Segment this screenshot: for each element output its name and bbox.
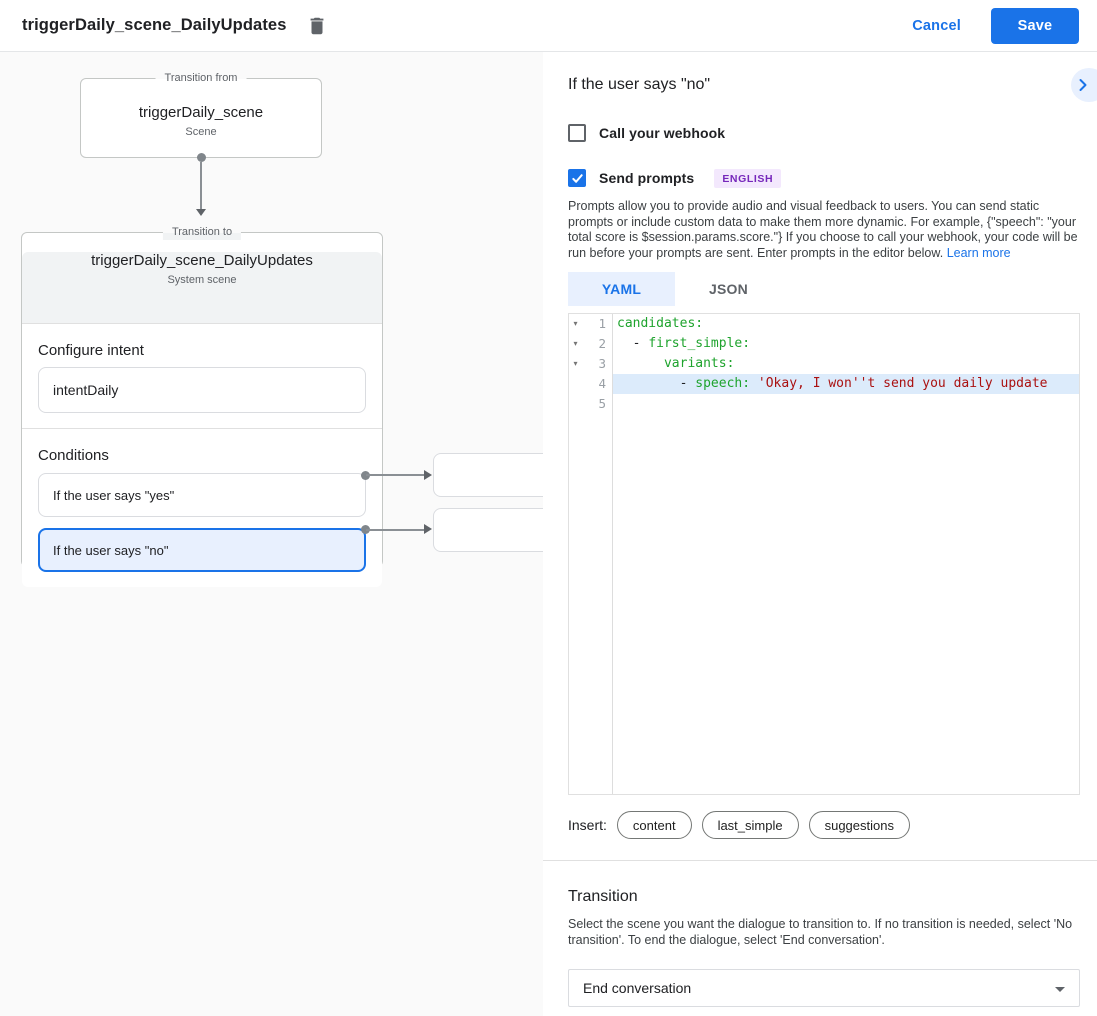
line-number: 4 [598, 376, 606, 391]
gutter-line[interactable]: ▾2 [569, 334, 612, 354]
connector-dot [361, 525, 370, 534]
app-bar: triggerDaily_scene_DailyUpdates Cancel S… [0, 0, 1097, 52]
editor-code-area[interactable]: candidates: - first_simple: variants: - … [613, 314, 1079, 794]
prompts-description: Prompts allow you to provide audio and v… [568, 199, 1078, 260]
trash-icon [306, 15, 328, 37]
line-number: 3 [598, 356, 606, 371]
gutter-line[interactable]: ▾1 [569, 314, 612, 334]
transition-select[interactable]: End conversation [568, 969, 1080, 1007]
dropdown-caret-icon [1055, 987, 1065, 992]
panel-title: If the user says "no" [568, 76, 711, 93]
collapse-panel-button[interactable] [1071, 68, 1097, 102]
insert-chip-last_simple[interactable]: last_simple [701, 811, 799, 839]
line-number: 5 [598, 396, 606, 411]
transition-section: Transition Select the scene you want the… [543, 887, 1097, 1007]
intent-input[interactable]: intentDaily [38, 367, 366, 413]
webhook-checkbox-row[interactable]: Call your webhook [543, 123, 1097, 143]
page-title: triggerDaily_scene_DailyUpdates [22, 16, 287, 34]
conditions-label: Conditions [38, 447, 109, 464]
conditions-section: Conditions If the user says "yes" If the … [22, 429, 382, 587]
from-scene-title: triggerDaily_scene [138, 104, 264, 121]
configure-intent-section: Configure intent intentDaily [22, 324, 382, 428]
to-scene-title: triggerDaily_scene_DailyUpdates [91, 252, 313, 269]
scene-canvas: Transition from triggerDaily_scene Scene… [0, 52, 543, 1016]
insert-row: Insert: content last_simple suggestions [543, 810, 1097, 840]
gutter-line: 5 [569, 394, 612, 414]
code-line[interactable]: candidates: [617, 316, 704, 331]
delete-scene-button[interactable] [304, 13, 330, 39]
transition-from-node[interactable]: Transition from triggerDaily_scene Scene [80, 71, 322, 158]
code-line[interactable] [613, 394, 1079, 414]
fold-icon[interactable]: ▾ [573, 359, 578, 368]
line-number: 2 [598, 336, 606, 351]
code-line[interactable]: - speech: 'Okay, I won''t send you daily… [613, 374, 1079, 394]
connector-line [366, 474, 424, 476]
transition-select-value: End conversation [583, 980, 692, 996]
configure-intent-label: Configure intent [38, 342, 144, 359]
condition-item[interactable]: If the user says "yes" [38, 473, 366, 517]
send-prompts-label: Send prompts [599, 170, 695, 186]
gutter-line: 4 [569, 374, 612, 394]
insert-chip-content[interactable]: content [616, 811, 692, 839]
transition-title: Transition [568, 888, 638, 905]
webhook-label: Call your webhook [599, 125, 726, 141]
webhook-checkbox[interactable] [568, 124, 586, 142]
send-prompts-checkbox-row[interactable]: Send prompts ENGLISH [543, 168, 1097, 188]
to-scene-header[interactable]: triggerDaily_scene_DailyUpdates System s… [22, 252, 382, 324]
checkmark-icon [571, 172, 584, 185]
code-line[interactable]: - first_simple: [617, 336, 751, 351]
connector-dot [197, 153, 206, 162]
language-badge: ENGLISH [714, 168, 782, 188]
gutter-line[interactable]: ▾3 [569, 354, 612, 374]
condition-editor-panel: If the user says "no" Call your webhook … [543, 52, 1097, 1016]
save-button[interactable]: Save [991, 7, 1079, 44]
connector-line [200, 162, 202, 209]
code-line[interactable]: variants: [663, 356, 735, 371]
intent-value: intentDaily [53, 382, 119, 398]
tab-yaml[interactable]: YAML [568, 272, 675, 306]
condition-target-node[interactable] [433, 508, 543, 552]
from-scene-subtitle: Scene [185, 126, 217, 138]
section-divider [22, 428, 382, 429]
panel-divider [543, 860, 1097, 861]
fold-icon[interactable]: ▾ [573, 339, 578, 348]
insert-chip-suggestions[interactable]: suggestions [808, 811, 910, 839]
connector-dot [361, 471, 370, 480]
arrow-right-icon [424, 524, 432, 534]
condition-item[interactable]: If the user says "no" [38, 528, 366, 572]
fold-icon[interactable]: ▾ [573, 319, 578, 328]
transition-from-legend: Transition from [155, 71, 247, 86]
arrow-down-icon [196, 209, 206, 216]
to-scene-subtitle: System scene [167, 274, 237, 286]
send-prompts-checkbox[interactable] [568, 169, 586, 187]
learn-more-link[interactable]: Learn more [946, 245, 1011, 260]
transition-to-legend: Transition to [162, 225, 242, 240]
editor-format-tabs: YAML JSON [543, 272, 1097, 306]
line-number: 1 [598, 316, 606, 331]
connector-line [366, 529, 424, 531]
cancel-button[interactable]: Cancel [912, 17, 961, 34]
transition-description: Select the scene you want the dialogue t… [568, 917, 1073, 947]
arrow-right-icon [424, 470, 432, 480]
transition-to-node: Transition to triggerDaily_scene_DailyUp… [21, 225, 383, 587]
insert-label: Insert: [568, 817, 607, 833]
tab-json[interactable]: JSON [709, 281, 748, 297]
condition-target-node[interactable] [433, 453, 543, 497]
chevron-right-icon [1073, 75, 1093, 95]
